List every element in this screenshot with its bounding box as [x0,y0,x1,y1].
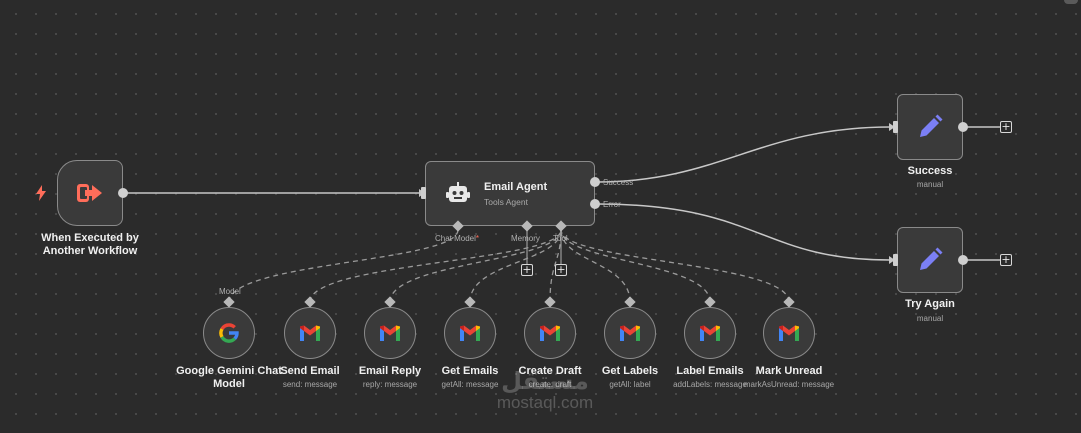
label-emails-node[interactable] [684,307,736,359]
edge-agent-error [596,203,891,261]
edge-send-email-tool [309,229,562,303]
tool-subtitle: send: message [282,380,338,389]
email-reply-node[interactable] [364,307,416,359]
try-again-add-next-button[interactable]: + [1000,253,1012,266]
arrowhead-success-input [889,123,895,131]
agent-main-input-handle[interactable] [421,187,426,199]
success-node-subtitle: manual [916,180,944,189]
trigger-output-handle[interactable] [118,188,128,198]
agent-success-output-label: Success [603,178,634,187]
mark-unread-node[interactable] [763,307,815,359]
try-again-node[interactable] [897,227,963,293]
agent-error-output-label: Error [603,200,621,209]
tool-subtitle: getAll: message [441,380,499,389]
success-node[interactable] [897,94,963,160]
tool-subtitle: getAll: label [609,380,651,389]
send-email-node[interactable] [284,307,336,359]
success-node-title: Success [907,165,953,177]
edge-get-emails-tool [469,229,562,303]
robot-icon [446,182,470,202]
gmail-icon [700,325,720,341]
trigger-title-line1: When Executed by [41,232,139,244]
agent-subtitle: Tools Agent [484,197,528,207]
trigger-bolt-icon [36,185,46,201]
watermark-arabic: مستقل [501,367,589,395]
memory-input-label: Memory [511,234,540,243]
google-gemini-chat-model-node[interactable] [203,307,255,359]
success-input-handle[interactable] [893,121,898,133]
tool-title: Create Draft [518,365,582,377]
gmail-icon [300,325,320,341]
create-draft-node[interactable] [524,307,576,359]
edge-get-labels-tool [560,229,631,303]
success-output-handle[interactable] [958,122,968,132]
add-tool-button[interactable]: + [555,263,567,276]
email-agent-node[interactable]: Email Agent Tools Agent [425,161,595,226]
tool-title: Google Gemini Chat [176,365,282,377]
agent-title: Email Agent [484,181,548,193]
tool-subtitle: addLabels: message [673,380,747,389]
chat-model-input-label: Chat Model* [435,234,480,243]
tool-subtitle: create: draft [528,380,572,389]
tool-title: Send Email [280,365,340,377]
edge-email-reply-tool [389,229,562,303]
edge-create-draft-tool [549,229,562,303]
agent-error-output-handle[interactable] [590,199,600,209]
try-again-node-title: Try Again [905,298,955,310]
get-labels-node[interactable] [604,307,656,359]
gmail-icon [460,325,480,341]
tool-title: Get Labels [601,365,659,377]
arrowhead-try-again-input [889,256,895,264]
mostaql-watermark: مستقل mostaql.com [485,368,605,412]
trigger-title-line2: Another Workflow [42,245,138,257]
tool-title: Mark Unread [755,365,823,377]
success-add-next-button[interactable]: + [1000,120,1012,133]
edge-label-emails-tool [560,229,711,303]
try-again-output-handle[interactable] [958,255,968,265]
pencil-icon [920,247,943,270]
edge-mark-unread-tool [560,229,790,303]
sign-in-arrow-icon [77,184,102,202]
gmail-icon [540,325,560,341]
tool-title-line2: Model [213,378,245,390]
try-again-node-subtitle: manual [916,314,944,323]
tool-subtitle: markAsUnread: message [743,380,835,389]
edge-agent-success [596,126,891,183]
edge-model-to-chat [228,229,459,303]
tool-subtitle: reply: message [362,380,418,389]
google-icon [219,323,239,343]
get-emails-node[interactable] [444,307,496,359]
agent-success-output-handle[interactable] [590,177,600,187]
watermark-latin: mostaql.com [496,393,594,412]
model-edge-label: Model [219,287,241,296]
try-again-input-handle[interactable] [893,254,898,266]
tool-title: Email Reply [358,365,422,377]
gmail-icon [779,325,799,341]
gmail-icon [380,325,400,341]
tool-title: Get Emails [441,365,499,377]
canvas-corner-indicator [1064,0,1078,4]
tool-title: Label Emails [676,365,744,377]
tool-input-label: Tool [553,234,568,243]
gmail-icon [620,325,640,341]
pencil-icon [920,114,943,137]
add-memory-button[interactable]: + [521,263,533,276]
required-marker: * [475,234,480,243]
execute-workflow-trigger-node[interactable] [57,160,123,226]
